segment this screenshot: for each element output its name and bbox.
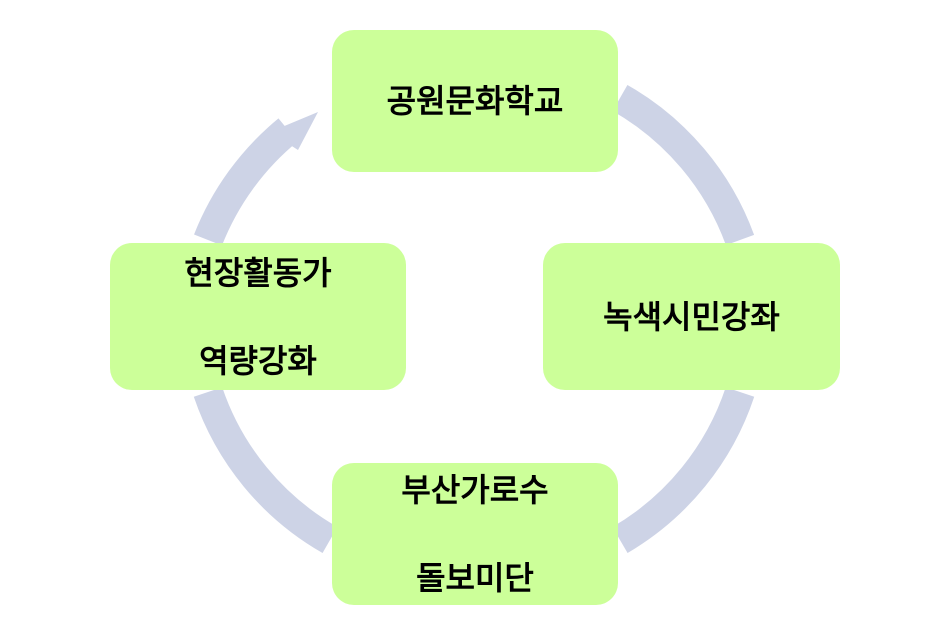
ring-arc-left-top: [194, 118, 298, 246]
ring-arc-right-bottom: [612, 387, 755, 553]
node-busan-street-tree-care-team: 부산가로수 돌보미단: [332, 463, 618, 605]
ring-arc-top-right: [612, 84, 755, 246]
cycle-arrowhead-icon: [270, 112, 318, 150]
node-field-activist-capacity: 현장활동가 역량강화: [110, 243, 406, 390]
node-label-line-1: 부산가로수: [401, 471, 549, 509]
node-label-line-2: 돌보미단: [416, 559, 534, 597]
node-park-culture-school: 공원문화학교: [332, 30, 618, 172]
node-green-citizen-lecture: 녹색시민강좌: [543, 243, 840, 390]
node-label-line-2: 역량강화: [199, 341, 317, 380]
node-label: 공원문화학교: [386, 82, 564, 120]
node-label-line-1: 현장활동가: [184, 253, 332, 292]
node-label: 녹색시민강좌: [603, 297, 780, 336]
ring-arc-bottom-left: [193, 387, 338, 554]
